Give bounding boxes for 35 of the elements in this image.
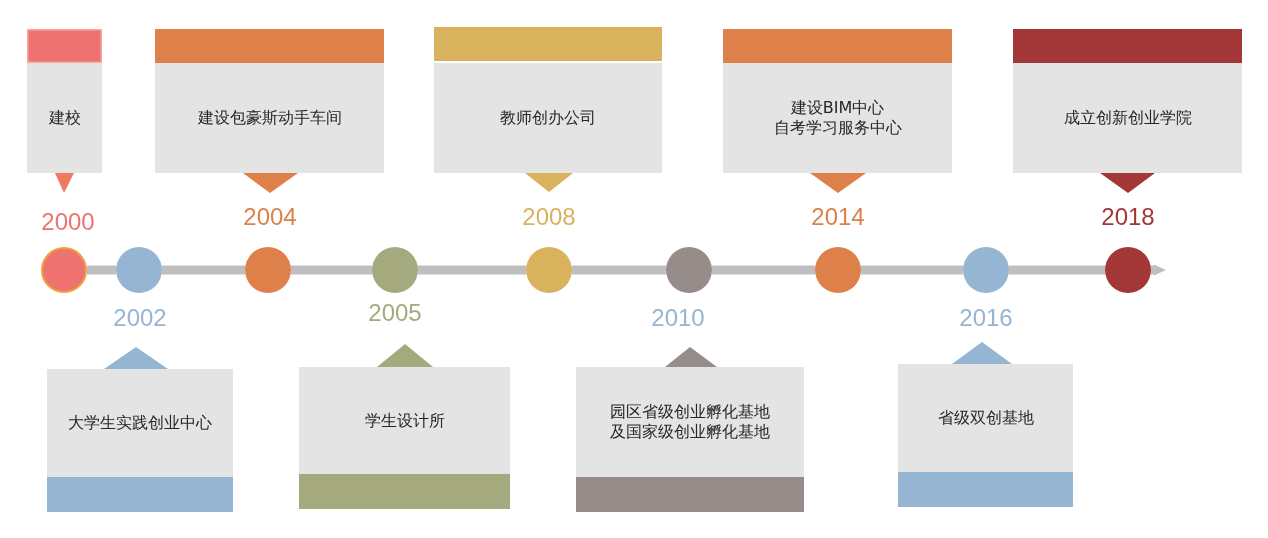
timeline-line bbox=[162, 265, 245, 275]
event-text: 建设BIM中心自考学习服务中心 bbox=[773, 98, 902, 138]
year-label: 2016 bbox=[959, 305, 1013, 331]
timeline-line bbox=[1009, 265, 1105, 275]
event-text: 园区省级创业孵化基地及国家级创业孵化基地 bbox=[610, 402, 770, 442]
event-text: 建设包豪斯动手车间 bbox=[197, 108, 342, 128]
timeline-line bbox=[291, 265, 372, 275]
timeline-dot bbox=[1105, 247, 1151, 293]
timeline-dot bbox=[245, 247, 291, 293]
event-text: 学生设计所 bbox=[364, 410, 445, 431]
timeline-line bbox=[572, 265, 666, 275]
event-text: 大学生实践创业中心 bbox=[68, 413, 212, 433]
event-text: 成立创新创业学院 bbox=[1063, 108, 1192, 128]
event-text: 建校 bbox=[48, 108, 81, 128]
year-label: 2004 bbox=[243, 204, 297, 230]
timeline-line bbox=[861, 265, 963, 275]
event-text: 省级双创基地 bbox=[937, 408, 1034, 428]
timeline-line bbox=[712, 265, 815, 275]
timeline-dot bbox=[41, 247, 87, 293]
event-text: 教师创办公司 bbox=[500, 108, 596, 128]
year-label: 2005 bbox=[368, 300, 422, 326]
timeline-dot bbox=[116, 247, 162, 293]
timeline-dot bbox=[963, 247, 1009, 293]
timeline-line bbox=[87, 265, 116, 275]
timeline-dot bbox=[666, 247, 712, 293]
year-label: 2000 bbox=[41, 209, 95, 235]
timeline-dot bbox=[526, 247, 572, 293]
timeline-dot bbox=[815, 247, 861, 293]
year-label: 2010 bbox=[651, 305, 705, 331]
year-label: 2008 bbox=[522, 204, 576, 230]
year-label: 2018 bbox=[1101, 204, 1155, 230]
year-label: 2002 bbox=[113, 305, 167, 331]
year-label: 2014 bbox=[811, 204, 865, 230]
timeline-dot bbox=[372, 247, 418, 293]
timeline-line bbox=[418, 265, 526, 275]
